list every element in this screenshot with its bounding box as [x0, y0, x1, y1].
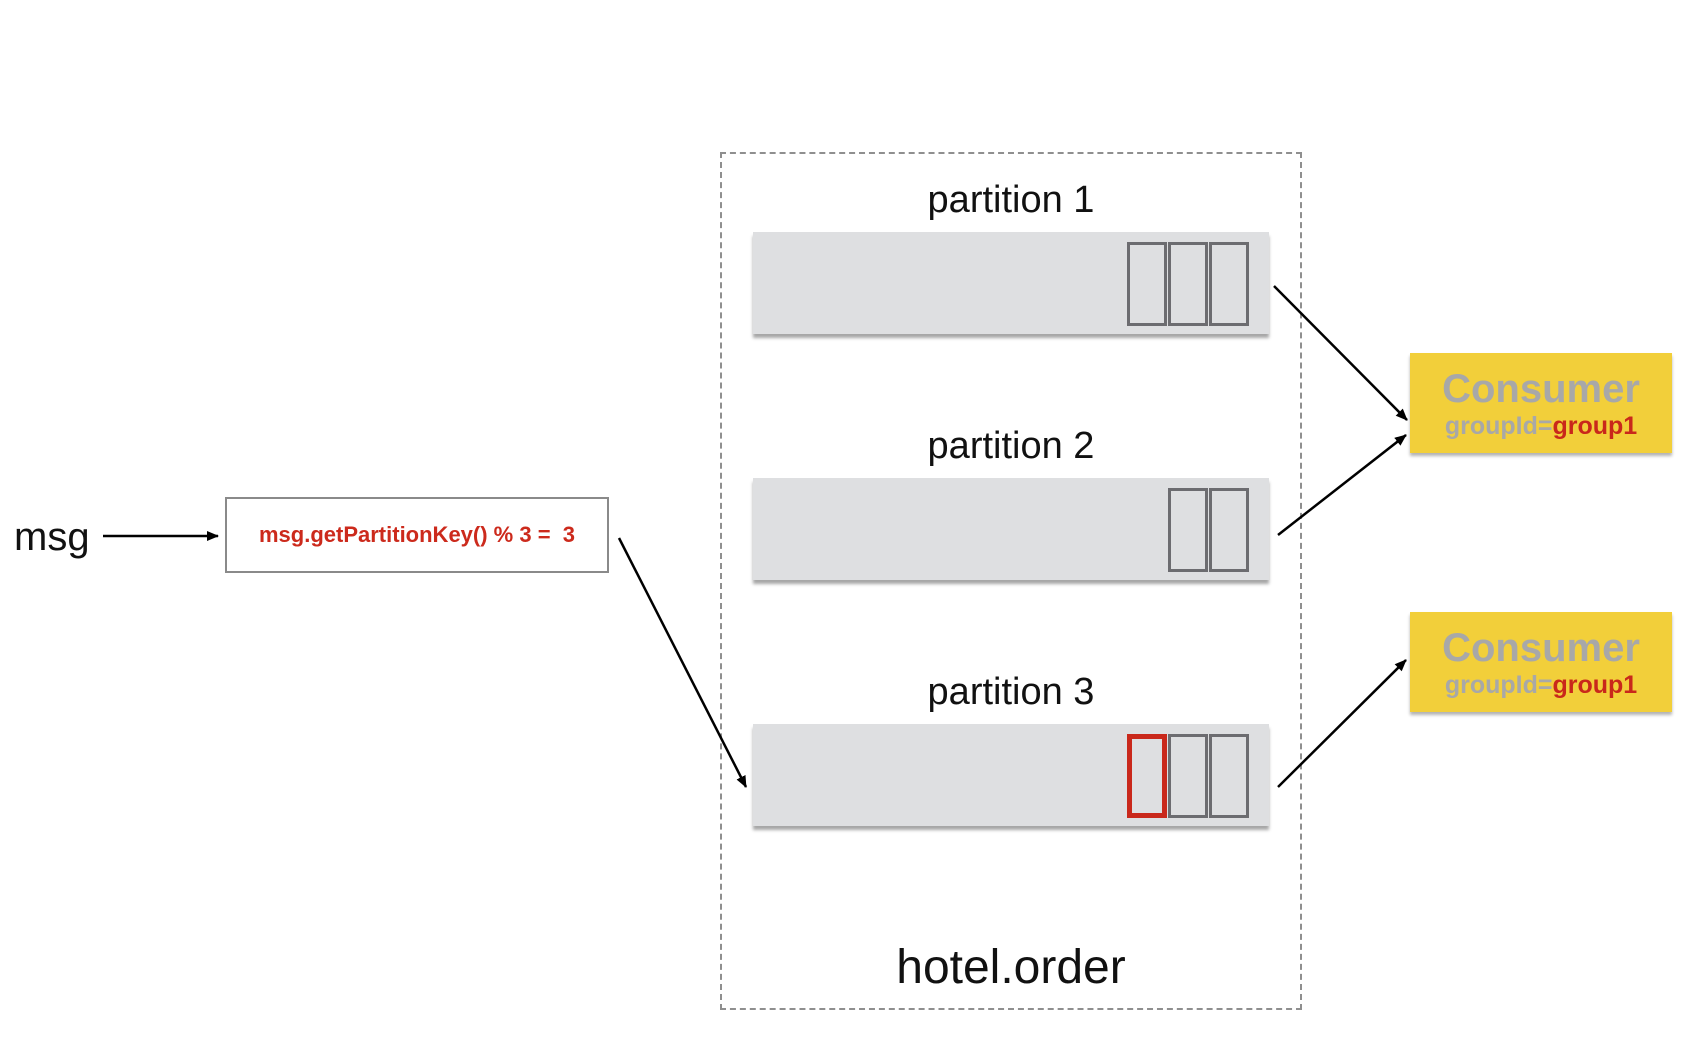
- message-label: msg: [14, 515, 90, 559]
- partition-1-message-slot: [1209, 242, 1249, 326]
- partition-1-message-slot: [1168, 242, 1208, 326]
- arrow-formula-to-partition-3: [617, 537, 748, 788]
- arrow-partition-1-to-consumer-1: [1273, 285, 1408, 421]
- partition-3-title: partition 3: [927, 671, 1095, 713]
- consumer-2-title: Consumer: [1442, 626, 1640, 670]
- routing-formula-text: msg.getPartitionKey() % 3 = 3: [258, 522, 576, 547]
- topic-container: [720, 152, 1302, 1010]
- arrow-partition-2-to-consumer-1: [1277, 434, 1407, 536]
- partition-2-bar: [753, 478, 1269, 580]
- partition-2-message-slot: [1168, 488, 1208, 572]
- consumer-1-group: groupId=group1: [1410, 411, 1672, 441]
- consumer-1-group-key: groupId=: [1444, 412, 1553, 440]
- arrow-partition-3-to-consumer-2: [1277, 659, 1407, 788]
- partition-1-message-slot: [1127, 242, 1167, 326]
- consumer-1-group-value: group1: [1552, 412, 1638, 440]
- consumer-2-group-key: groupId=: [1444, 671, 1553, 699]
- partition-1-title: partition 1: [927, 179, 1095, 221]
- partition-3-message-slot: [1168, 734, 1208, 818]
- partition-2-title: partition 2: [927, 425, 1095, 467]
- consumer-1: Consumer groupId=group1: [1410, 353, 1672, 453]
- partition-2-message-slot: [1209, 488, 1249, 572]
- partition-3-new-message-slot: [1127, 734, 1167, 818]
- topic-name: hotel.order: [896, 941, 1126, 994]
- consumer-2-group: groupId=group1: [1410, 670, 1672, 700]
- partition-1-bar: [753, 232, 1269, 334]
- consumer-2: Consumer groupId=group1: [1410, 612, 1672, 712]
- partition-3-message-slot: [1209, 734, 1249, 818]
- consumer-2-group-value: group1: [1552, 671, 1638, 699]
- routing-formula-box: msg.getPartitionKey() % 3 = 3: [225, 497, 609, 573]
- consumer-1-title: Consumer: [1442, 367, 1640, 411]
- partition-3-bar: [753, 724, 1269, 826]
